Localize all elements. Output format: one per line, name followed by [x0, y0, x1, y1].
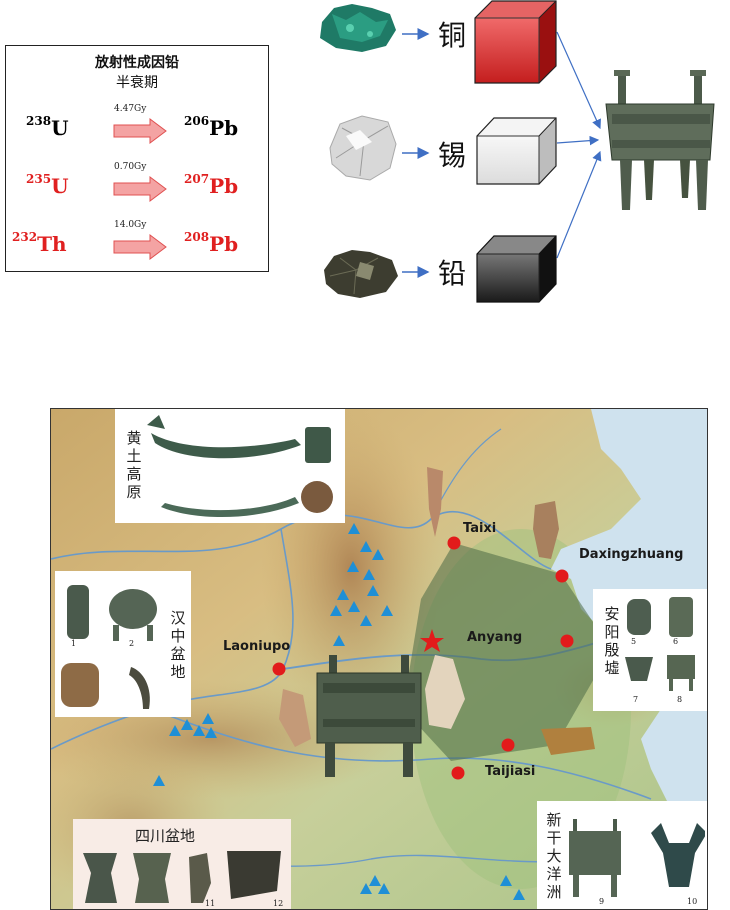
- inset-number: 11: [205, 899, 216, 908]
- decay-arrow-icon: [113, 118, 167, 144]
- metal-flow-diagram: [320, 0, 715, 303]
- site-dot-daxingzhuang: [555, 569, 569, 583]
- ore-source-markers: [153, 523, 525, 900]
- decay-box-title: 放射性成因铅: [95, 55, 179, 71]
- tin-mineral-icon: [329, 115, 397, 181]
- oracle-bone-icon: [425, 655, 465, 729]
- site-dot-taijiasi: [451, 766, 465, 780]
- inset-sichuan-basin: 四川盆地 11 12: [73, 819, 291, 909]
- site-label-taixi: Taixi: [463, 521, 497, 536]
- capital-star-icon: [420, 629, 444, 652]
- inset-xingan-dayangzhou: 新干大洋洲 9 10: [537, 801, 707, 909]
- malachite-mineral-icon: [320, 4, 396, 52]
- archaeology-map: Taixi Daxingzhuang Anyang Laoniupo Taiji…: [50, 408, 708, 910]
- parent-isotope: 232Th: [12, 230, 67, 256]
- inset-number: 12: [273, 899, 284, 908]
- site-dot-laoniupo: [272, 662, 286, 676]
- site-label-taijiasi: Taijiasi: [485, 764, 536, 779]
- sichuan-bronzes-icon: [83, 851, 281, 903]
- decay-row-u235: 0.70Gy 235U 207Pb: [6, 162, 268, 208]
- lead-label: 铅: [438, 257, 467, 290]
- site-label-laoniupo: Laoniupo: [223, 639, 291, 654]
- parent-isotope: 235U: [26, 172, 69, 198]
- inset-title-xingan: 新干大洋洲: [546, 811, 562, 901]
- bronze-boat-icon: [147, 415, 333, 518]
- daughter-isotope: 208Pb: [184, 230, 239, 256]
- inset-number: 10: [687, 897, 698, 906]
- xingan-bronzes-icon: [569, 819, 705, 897]
- inset-number: 8: [677, 695, 683, 704]
- oracle-bone-icon: [427, 467, 443, 537]
- bronze-ding-icon: [605, 70, 715, 210]
- center-ding-icon: [316, 655, 422, 777]
- inset-title-sichuan: 四川盆地: [135, 827, 196, 845]
- daughter-isotope: 206Pb: [184, 114, 239, 140]
- site-dot-taixi: [447, 536, 461, 550]
- tin-label: 锡: [438, 139, 467, 172]
- bronze-fragment-icon: [279, 689, 311, 747]
- decay-arrow-icon: [113, 176, 167, 202]
- decay-row-th232: 14.0Gy 232Th 208Pb: [6, 220, 268, 266]
- halflife-label: 14.0Gy: [114, 220, 147, 230]
- lead-cube-icon: [476, 235, 557, 303]
- site-dot-taijiasi-east: [501, 738, 515, 752]
- inset-title-anyang: 安阳殷墟: [604, 605, 620, 677]
- tin-cube-icon: [476, 117, 557, 185]
- oracle-bone-icon: [533, 501, 559, 559]
- inset-number: 6: [673, 637, 679, 646]
- site-label-daxingzhuang: Daxingzhuang: [579, 547, 684, 562]
- copper-cube-icon: [474, 0, 557, 84]
- parent-isotope: 238U: [26, 114, 69, 140]
- hanzhong-bronzes-icon: [61, 585, 157, 709]
- halflife-label: 4.47Gy: [114, 104, 147, 114]
- inset-loess-plateau: 黄土高原: [115, 409, 345, 523]
- inset-anyang-yinxu: 安阳殷墟 5 6 7 8: [593, 589, 707, 711]
- decay-box-subtitle: 半衰期: [116, 75, 158, 91]
- inset-number: 7: [633, 695, 639, 704]
- decay-row-u238: 4.47Gy 238U 206Pb: [6, 104, 268, 150]
- inset-number: 1: [71, 639, 77, 648]
- inset-title-hanzhong: 汉中盆地: [170, 609, 186, 681]
- decay-arrow-icon: [113, 234, 167, 260]
- radiogenic-lead-box: 放射性成因铅 半衰期 4.47Gy 238U 206Pb 0.70Gy 235U…: [5, 45, 269, 272]
- lead-mineral-icon: [324, 250, 398, 298]
- site-dot-east: [560, 634, 574, 648]
- daughter-isotope: 207Pb: [184, 172, 239, 198]
- inset-number: 2: [129, 639, 135, 648]
- bronze-fragment-icon: [541, 727, 595, 755]
- inset-title-loess: 黄土高原: [126, 429, 142, 501]
- inset-number: 9: [599, 897, 605, 906]
- yinxu-bronzes-icon: [625, 597, 695, 691]
- copper-label: 铜: [438, 19, 467, 52]
- inset-number: 5: [631, 637, 637, 646]
- inset-hanzhong-basin: 汉中盆地 1 2: [55, 571, 191, 717]
- site-label-anyang: Anyang: [467, 630, 523, 645]
- halflife-label: 0.70Gy: [114, 162, 147, 172]
